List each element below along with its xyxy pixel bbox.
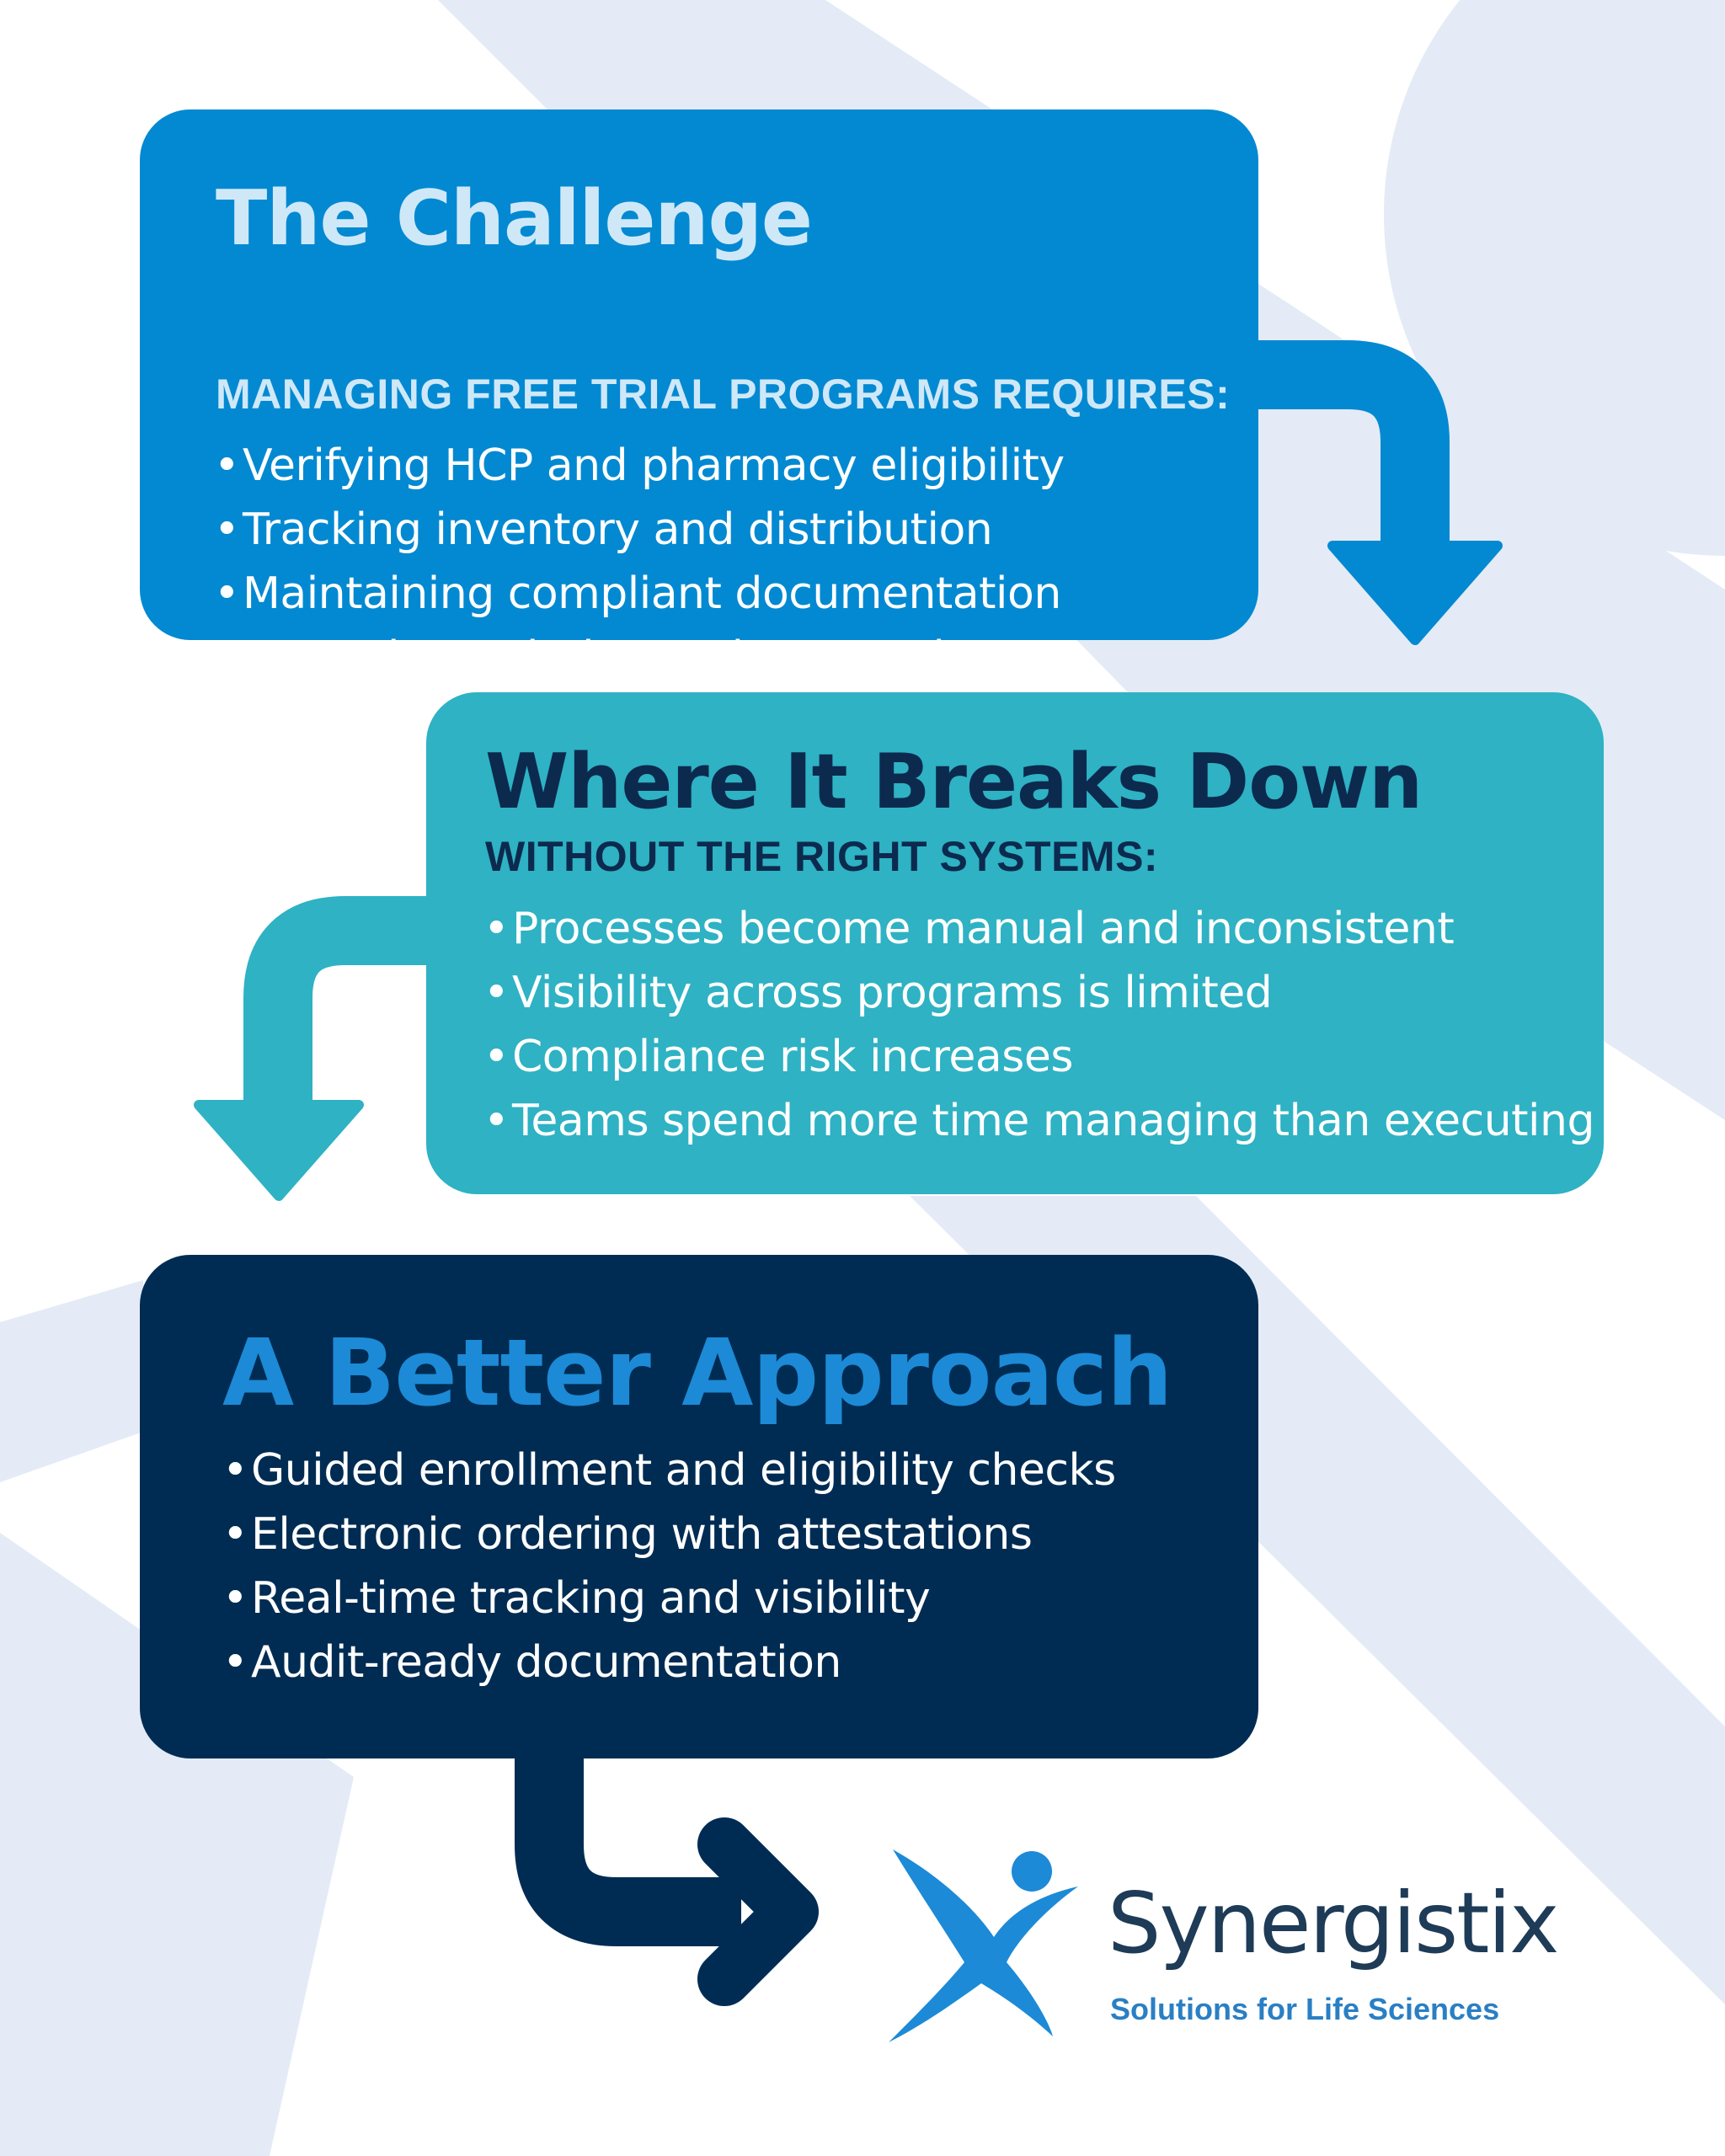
challenge-list: •Verifying HCP and pharmacy eligibility … xyxy=(214,434,1065,690)
bullet: • xyxy=(222,1637,248,1688)
challenge-subtitle: MANAGING FREE TRIAL PROGRAMS REQUIRES: xyxy=(216,371,1231,418)
better-approach-title: A Better Approach xyxy=(222,1319,1172,1427)
bullet: • xyxy=(214,440,240,491)
list-item: •Processes become manual and inconsisten… xyxy=(483,897,1594,961)
synergistix-logo: Synergistix Solutions for Life Sciences xyxy=(884,1844,1592,2047)
list-item: •Real-time tracking and visibility xyxy=(222,1566,1116,1630)
bullet: • xyxy=(222,1509,248,1560)
challenge-card: The Challenge MANAGING FREE TRIAL PROGRA… xyxy=(140,109,1258,683)
list-item: •Managing ordering and approvals xyxy=(214,626,1065,690)
breakdown-card: Where It Breaks Down WITHOUT THE RIGHT S… xyxy=(426,692,1604,1194)
running-figure-icon xyxy=(889,1849,1078,2042)
bullet: • xyxy=(483,1032,510,1082)
breakdown-subtitle: WITHOUT THE RIGHT SYSTEMS: xyxy=(485,833,1159,880)
bullet: • xyxy=(214,568,240,619)
brand-name: Synergistix xyxy=(1108,1874,1559,1972)
arrow-breakdown-to-better xyxy=(194,896,431,1201)
list-item: •Compliance risk increases xyxy=(483,1025,1594,1089)
challenge-title: The Challenge xyxy=(216,174,813,263)
list-item: •Electronic ordering with attestations xyxy=(222,1502,1116,1566)
list-item: •Verifying HCP and pharmacy eligibility xyxy=(214,434,1065,498)
list-item: •Guided enrollment and eligibility check… xyxy=(222,1438,1116,1502)
bullet: • xyxy=(214,632,240,683)
background-wedge-left xyxy=(0,1533,354,2156)
background-wedge-small xyxy=(0,1280,143,1482)
breakdown-list: •Processes become manual and inconsisten… xyxy=(483,897,1594,1153)
list-item: •Tracking inventory and distribution xyxy=(214,498,1065,562)
bullet: • xyxy=(222,1445,248,1496)
better-approach-list: •Guided enrollment and eligibility check… xyxy=(222,1438,1116,1694)
list-item: •Audit-ready documentation xyxy=(222,1630,1116,1694)
background-circle xyxy=(1384,0,1725,556)
list-item: •Teams spend more time managing than exe… xyxy=(483,1089,1594,1153)
bullet: • xyxy=(222,1573,248,1624)
breakdown-title: Where It Breaks Down xyxy=(485,738,1423,826)
arrow-better-to-logo xyxy=(515,1752,819,2006)
arrow-challenge-to-breakdown xyxy=(1255,340,1503,645)
bullet: • xyxy=(214,504,240,555)
bullet: • xyxy=(483,1096,510,1146)
list-item: •Visibility across programs is limited xyxy=(483,961,1594,1025)
better-approach-card: A Better Approach •Guided enrollment and… xyxy=(140,1255,1258,1758)
list-item: •Maintaining compliant documentation xyxy=(214,562,1065,626)
brand-tagline: Solutions for Life Sciences xyxy=(1110,1992,1500,2026)
bullet: • xyxy=(483,904,510,954)
bullet: • xyxy=(483,968,510,1018)
